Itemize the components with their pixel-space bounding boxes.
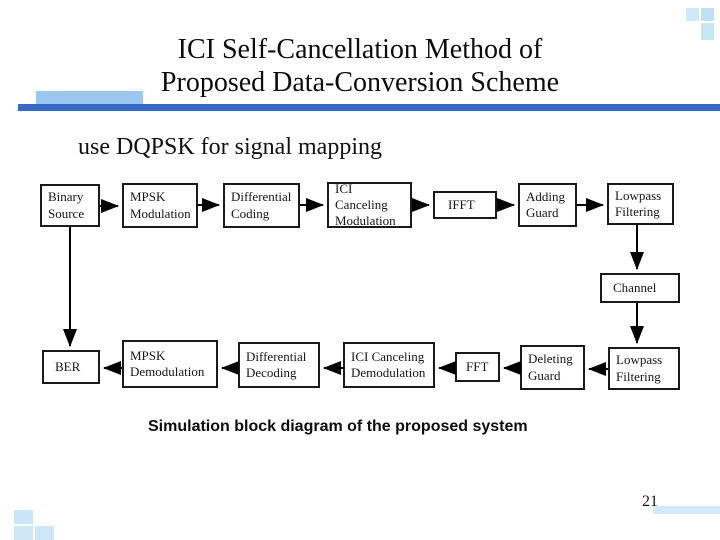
diagram-node-mpsk-demodulation: MPSK Demodulation — [122, 340, 218, 388]
diagram-node-ici-canceling-demodulation: ICI Canceling Demodulation — [343, 342, 435, 388]
diagram-node-lowpass-filtering-top: Lowpass Filtering — [607, 183, 674, 225]
page-number: 21 — [642, 493, 658, 510]
header-rule-bar — [18, 104, 720, 111]
diagram-node-adding-guard: Adding Guard — [518, 183, 577, 227]
diagram-node-differential-decoding: Differential Decoding — [238, 342, 320, 388]
decor-square-top-right-1 — [686, 8, 699, 21]
diagram-node-channel: Channel — [600, 273, 680, 303]
diagram-node-ber: BER — [42, 350, 100, 384]
diagram-node-mpsk-modulation: MPSK Modulation — [122, 183, 198, 228]
decor-square-bottom-left-2 — [14, 526, 33, 540]
header-accent-bar — [36, 91, 143, 104]
slide-title-line2: Proposed Data-Conversion Scheme — [160, 67, 560, 99]
diagram-node-binary-source: Binary Source — [40, 184, 100, 227]
diagram-node-differential-coding: Differential Coding — [223, 183, 300, 228]
diagram-node-ici-canceling-modulation: ICI Canceling Modulation — [327, 181, 412, 228]
decor-square-bottom-left-1 — [14, 510, 33, 524]
diagram-node-lowpass-filtering-bottom: Lowpass Filtering — [608, 347, 680, 390]
footer-accent-bar — [653, 506, 720, 514]
subtitle-text: use DQPSK for signal mapping — [78, 134, 382, 160]
decor-square-top-right-2 — [701, 8, 714, 21]
diagram-caption: Simulation block diagram of the proposed… — [148, 418, 528, 435]
diagram-node-fft: FFT — [455, 352, 500, 382]
decor-square-bottom-left-3 — [35, 526, 54, 540]
slide-title: ICI Self-Cancellation Method of Proposed… — [0, 33, 720, 99]
diagram-node-deleting-guard: Deleting Guard — [520, 345, 585, 390]
slide-title-line1: ICI Self-Cancellation Method of — [177, 34, 543, 65]
decor-square-top-right-3 — [701, 23, 714, 40]
diagram-node-ifft: IFFT — [433, 191, 497, 219]
